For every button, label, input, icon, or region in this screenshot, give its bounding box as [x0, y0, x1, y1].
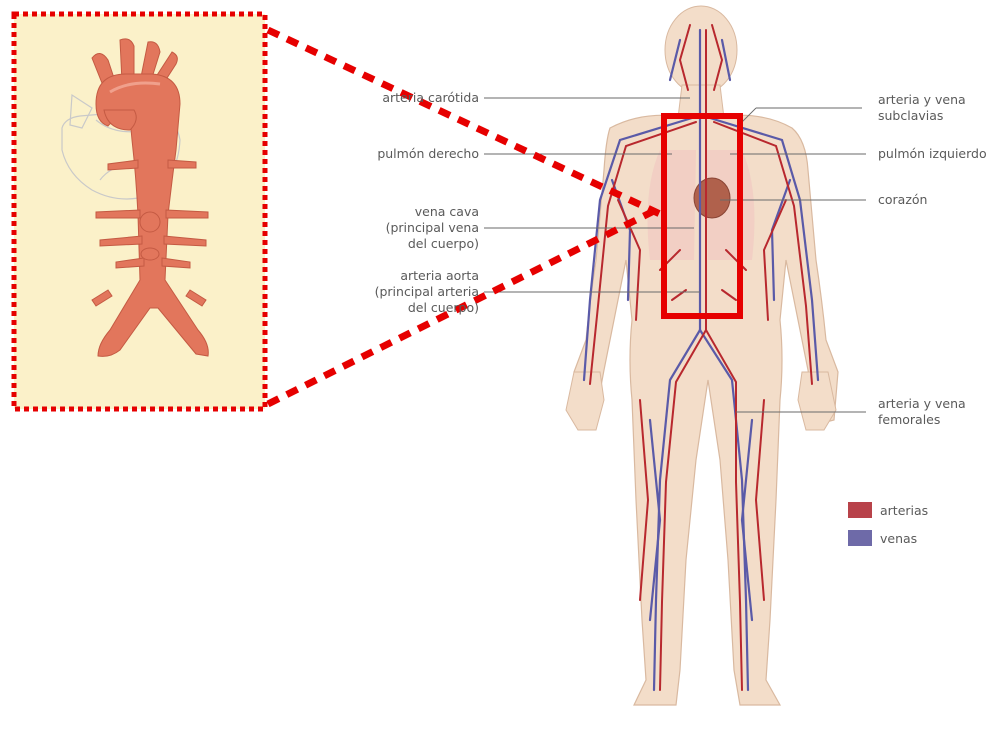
label-subclavian-line2: subclavias: [878, 108, 966, 124]
legend-arteries-swatch: [848, 502, 872, 518]
human-figure: [566, 6, 838, 705]
legend-arteries: arterias: [848, 502, 928, 518]
legend-veins-swatch: [848, 530, 872, 546]
label-vena-cava: vena cava (principal vena del cuerpo): [386, 204, 479, 252]
aorta-inset: [14, 14, 265, 409]
label-femoral-line1: arteria y vena: [878, 396, 966, 412]
label-left-lung: pulmón izquierdo: [878, 146, 987, 162]
label-vena-cava-line2: (principal vena: [386, 220, 479, 236]
legend-veins-label: venas: [880, 531, 917, 546]
right-lung: [648, 150, 696, 260]
label-femoral-line2: femorales: [878, 412, 966, 428]
label-subclavian: arteria y vena subclavias: [878, 92, 966, 124]
label-heart: corazón: [878, 192, 927, 208]
legend-veins: venas: [848, 530, 917, 546]
label-vena-cava-line3: del cuerpo): [386, 236, 479, 252]
label-right-lung: pulmón derecho: [377, 146, 479, 162]
label-femoral: arteria y vena femorales: [878, 396, 966, 428]
label-vena-cava-line1: vena cava: [386, 204, 479, 220]
label-aorta-line2: (principal arteria: [375, 284, 479, 300]
right-hand: [566, 372, 604, 430]
legend-arteries-label: arterias: [880, 503, 928, 518]
label-aorta: arteria aorta (principal arteria del cue…: [375, 268, 479, 316]
label-aorta-line3: del cuerpo): [375, 300, 479, 316]
label-aorta-line1: arteria aorta: [375, 268, 479, 284]
label-subclavian-line1: arteria y vena: [878, 92, 966, 108]
label-carotid-artery: arteria carótida: [382, 90, 479, 106]
